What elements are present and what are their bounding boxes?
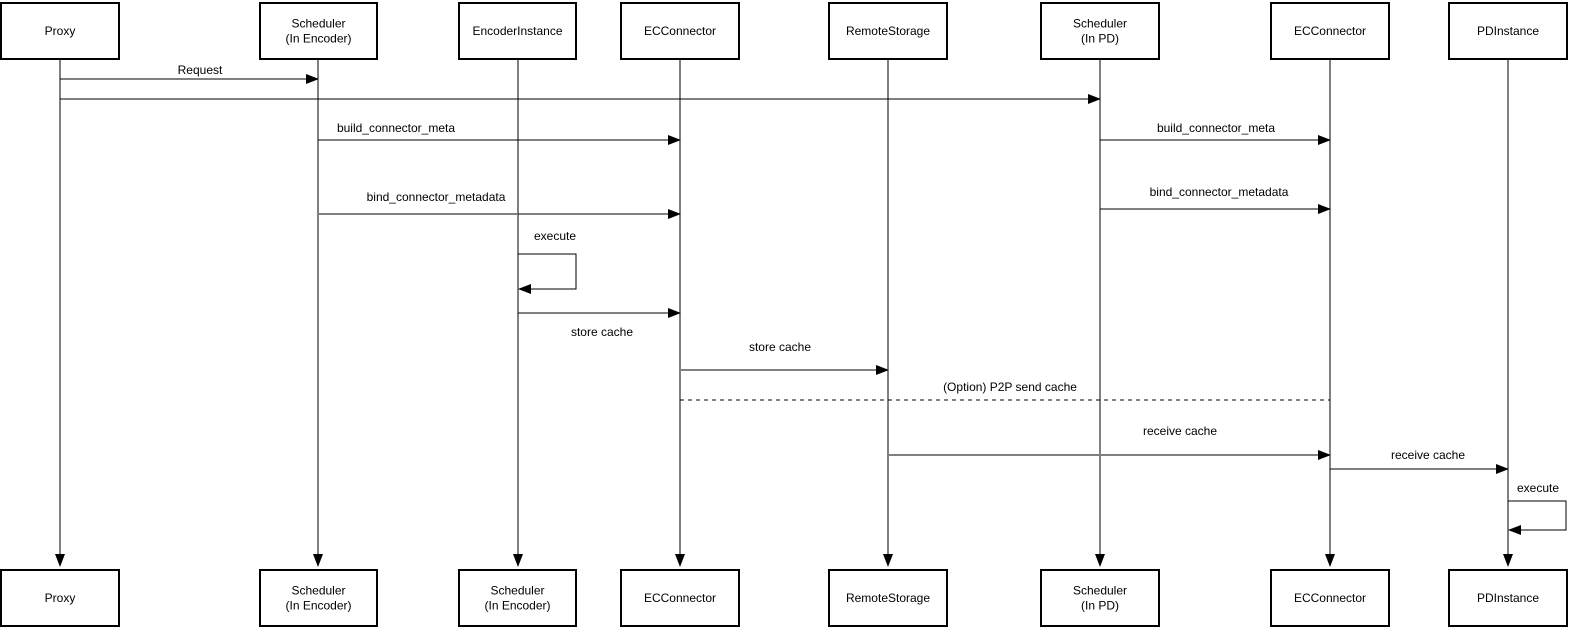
actor-box-bottom-proxy: Proxy <box>0 569 120 627</box>
actor-box-bottom-ec-connector-2-label: ECConnector <box>1294 591 1366 605</box>
actor-box-top-encoder-instance-label: EncoderInstance <box>472 24 562 38</box>
actor-box-bottom-remote-storage-rect <box>828 569 948 627</box>
actor-box-bottom-scheduler-encoder-label: Scheduler(In Encoder) <box>285 584 351 613</box>
actor-box-top-encoder-instance: EncoderInstance <box>458 2 577 60</box>
actor-box-bottom-ec-connector-2-rect <box>1270 569 1390 627</box>
actor-box-top-scheduler-encoder: Scheduler(In Encoder) <box>259 2 378 60</box>
message-request: Request <box>60 63 319 84</box>
actor-box-top-proxy: Proxy <box>0 2 120 60</box>
actor-box-bottom-pd-instance-label: PDInstance <box>1477 591 1539 605</box>
message-encoder-store-cache-label: store cache <box>571 325 633 339</box>
message-encoder-store-cache: store cache <box>518 308 681 339</box>
actor-box-bottom-encoder-instance-rect <box>458 569 577 627</box>
actor-box-top-scheduler-encoder-rect <box>259 2 378 60</box>
message-connector-receive-cache-label: receive cache <box>1391 448 1465 462</box>
actor-box-bottom-remote-storage: RemoteStorage <box>828 569 948 627</box>
self-message-pd-execute-path <box>1508 500 1567 535</box>
actor-box-top-scheduler-pd-label: Scheduler(In PD) <box>1073 17 1127 46</box>
message-connector-store-cache-label: store cache <box>749 340 811 354</box>
actor-box-bottom-ec-connector-2: ECConnector <box>1270 569 1390 627</box>
message-build-connector-meta-pd: build_connector_meta <box>1100 121 1331 145</box>
actor-box-top-ec-connector-2-rect <box>1270 2 1390 60</box>
actor-box-top-scheduler-encoder-label: Scheduler(In Encoder) <box>285 17 351 46</box>
actor-box-bottom-pd-instance: PDInstance <box>1448 569 1568 627</box>
actor-box-top-proxy-label: Proxy <box>45 24 76 38</box>
actor-box-top-encoder-instance-rect <box>458 2 577 60</box>
actor-box-top-pd-instance-label: PDInstance <box>1477 24 1539 38</box>
message-p2p-send-cache: (Option) P2P send cache <box>680 380 1330 401</box>
actor-box-top-ec-connector-1-rect <box>620 2 740 60</box>
message-p2p-send-cache-label: (Option) P2P send cache <box>943 380 1077 394</box>
message-remote-receive-cache: receive cache <box>888 424 1331 460</box>
actor-box-top-remote-storage-rect <box>828 2 948 60</box>
message-connector-receive-cache: receive cache <box>1330 448 1509 474</box>
actor-box-bottom-ec-connector-1: ECConnector <box>620 569 740 627</box>
actor-box-top-remote-storage: RemoteStorage <box>828 2 948 60</box>
message-bind-connector-metadata-encoder-label: bind_connector_metadata <box>367 190 506 204</box>
message-build-connector-meta-encoder-label: build_connector_meta <box>337 121 455 135</box>
actor-box-bottom-pd-instance-rect <box>1448 569 1568 627</box>
actor-box-bottom-scheduler-pd: Scheduler(In PD) <box>1040 569 1160 627</box>
actor-box-bottom-scheduler-pd-label: Scheduler(In PD) <box>1073 584 1127 613</box>
message-build-connector-meta-pd-label: build_connector_meta <box>1157 121 1275 135</box>
self-message-pd-execute: execute <box>1508 481 1567 535</box>
actor-box-bottom-proxy-label: Proxy <box>45 591 76 605</box>
message-connector-store-cache: store cache <box>680 340 889 375</box>
actor-box-top-proxy-rect <box>0 2 120 60</box>
actor-box-top-remote-storage-label: RemoteStorage <box>846 24 930 38</box>
message-bind-connector-metadata-pd-label: bind_connector_metadata <box>1150 185 1289 199</box>
actor-box-bottom-ec-connector-1-rect <box>620 569 740 627</box>
message-request-label: Request <box>178 63 223 77</box>
actor-box-top-ec-connector-1: ECConnector <box>620 2 740 60</box>
actor-box-bottom-scheduler-encoder-rect <box>259 569 378 627</box>
actor-box-top-ec-connector-2: ECConnector <box>1270 2 1390 60</box>
actor-box-bottom-scheduler-encoder: Scheduler(In Encoder) <box>259 569 378 627</box>
actor-box-top-scheduler-pd-rect <box>1040 2 1160 60</box>
actor-box-top-pd-instance-rect <box>1448 2 1568 60</box>
message-bind-connector-metadata-pd: bind_connector_metadata <box>1100 185 1331 214</box>
actor-box-bottom-encoder-instance-label: Scheduler(In Encoder) <box>484 584 550 613</box>
actor-box-top-ec-connector-1-label: ECConnector <box>644 24 716 38</box>
actor-box-bottom-encoder-instance: Scheduler(In Encoder) <box>458 569 577 627</box>
actor-box-bottom-ec-connector-1-label: ECConnector <box>644 591 716 605</box>
actor-box-top-scheduler-pd: Scheduler(In PD) <box>1040 2 1160 60</box>
actor-box-bottom-remote-storage-label: RemoteStorage <box>846 591 930 605</box>
self-message-encoder-execute-label: execute <box>534 229 576 243</box>
self-message-pd-execute-label: execute <box>1517 481 1559 495</box>
actor-box-top-pd-instance: PDInstance <box>1448 2 1568 60</box>
actor-box-bottom-scheduler-pd-rect <box>1040 569 1160 627</box>
message-build-connector-meta-encoder: build_connector_meta <box>318 121 681 145</box>
self-message-encoder-execute-path <box>518 253 577 294</box>
actor-box-top-ec-connector-2-label: ECConnector <box>1294 24 1366 38</box>
actor-box-bottom-proxy-rect <box>0 569 120 627</box>
message-bind-connector-metadata-encoder: bind_connector_metadata <box>318 190 681 219</box>
message-remote-receive-cache-label: receive cache <box>1143 424 1217 438</box>
self-message-encoder-execute: execute <box>518 229 577 294</box>
